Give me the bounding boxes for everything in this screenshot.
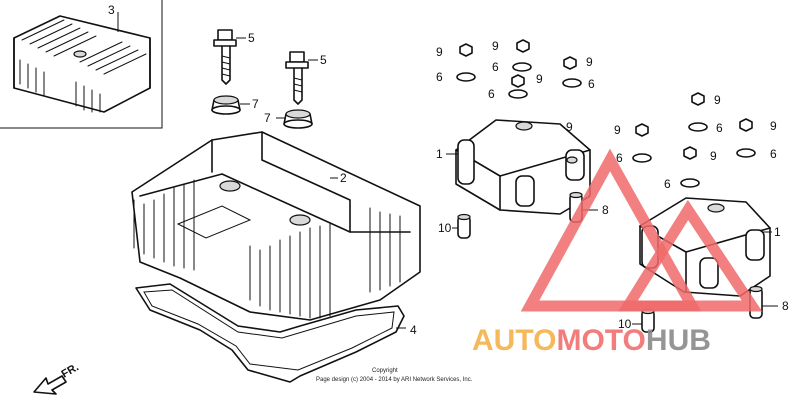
part-9-nuts	[459, 39, 753, 160]
leader-lines	[117, 12, 778, 329]
part-7-grommet-a	[211, 95, 241, 115]
part-7-grommet-b	[283, 109, 313, 129]
part-3-cover-thumbnail	[13, 15, 151, 113]
callout-5a: 5	[248, 31, 255, 45]
callout-6c: 6	[588, 77, 595, 91]
callout-9i: 9	[566, 120, 573, 134]
part-5-bolt-b	[285, 51, 309, 105]
part-5-bolt-a	[213, 29, 237, 85]
callout-8a: 8	[602, 203, 609, 217]
callout-1b: 1	[774, 225, 781, 239]
callout-1a: 1	[436, 147, 443, 161]
callout-9g: 9	[770, 119, 777, 133]
front-direction-arrow: FR.	[33, 361, 81, 395]
inset-box	[0, 0, 163, 129]
callout-6b: 6	[492, 60, 499, 74]
callout-9e: 9	[714, 93, 721, 107]
part-2-cylinder-head-cover	[131, 131, 421, 321]
callout-labels: 3 5 5 7 7 2 4 1 1 8 8 10 10 9 9 9 9 9 9 …	[108, 3, 789, 337]
callout-7a: 7	[252, 97, 259, 111]
copyright-line-1: Copyright	[372, 368, 398, 374]
callout-6a: 6	[436, 70, 443, 84]
callout-6f: 6	[616, 151, 623, 165]
callout-2: 2	[340, 171, 347, 185]
callout-10b: 10	[618, 317, 632, 331]
callout-10a: 10	[438, 221, 452, 235]
part-6-washers	[456, 62, 756, 188]
automotohub-watermark: AUTOMOTOHUB	[472, 148, 763, 357]
direction-label: FR.	[60, 361, 81, 380]
callout-6h: 6	[664, 177, 671, 191]
callout-6g: 6	[770, 147, 777, 161]
watermark-auto: AUTOMOTOHUB	[472, 324, 711, 357]
callout-9h: 9	[710, 149, 717, 163]
callout-6e: 6	[716, 121, 723, 135]
callout-9c: 9	[586, 55, 593, 69]
callout-9a: 9	[436, 45, 443, 59]
copyright-line-2: Page design (c) 2004 - 2014 by ARI Netwo…	[316, 377, 473, 383]
part-10-dowel-a	[457, 213, 471, 239]
callout-8b: 8	[782, 299, 789, 313]
callout-9b: 9	[492, 39, 499, 53]
copyright: Copyright Page design (c) 2004 - 2014 by…	[316, 368, 473, 383]
callout-3: 3	[108, 3, 115, 17]
callout-9f: 9	[614, 123, 621, 137]
part-4-gasket	[135, 283, 405, 383]
callout-9d: 9	[536, 72, 543, 86]
callout-7b: 7	[264, 111, 271, 125]
callout-5b: 5	[320, 53, 327, 67]
callout-4: 4	[410, 323, 417, 337]
callout-6d: 6	[488, 87, 495, 101]
